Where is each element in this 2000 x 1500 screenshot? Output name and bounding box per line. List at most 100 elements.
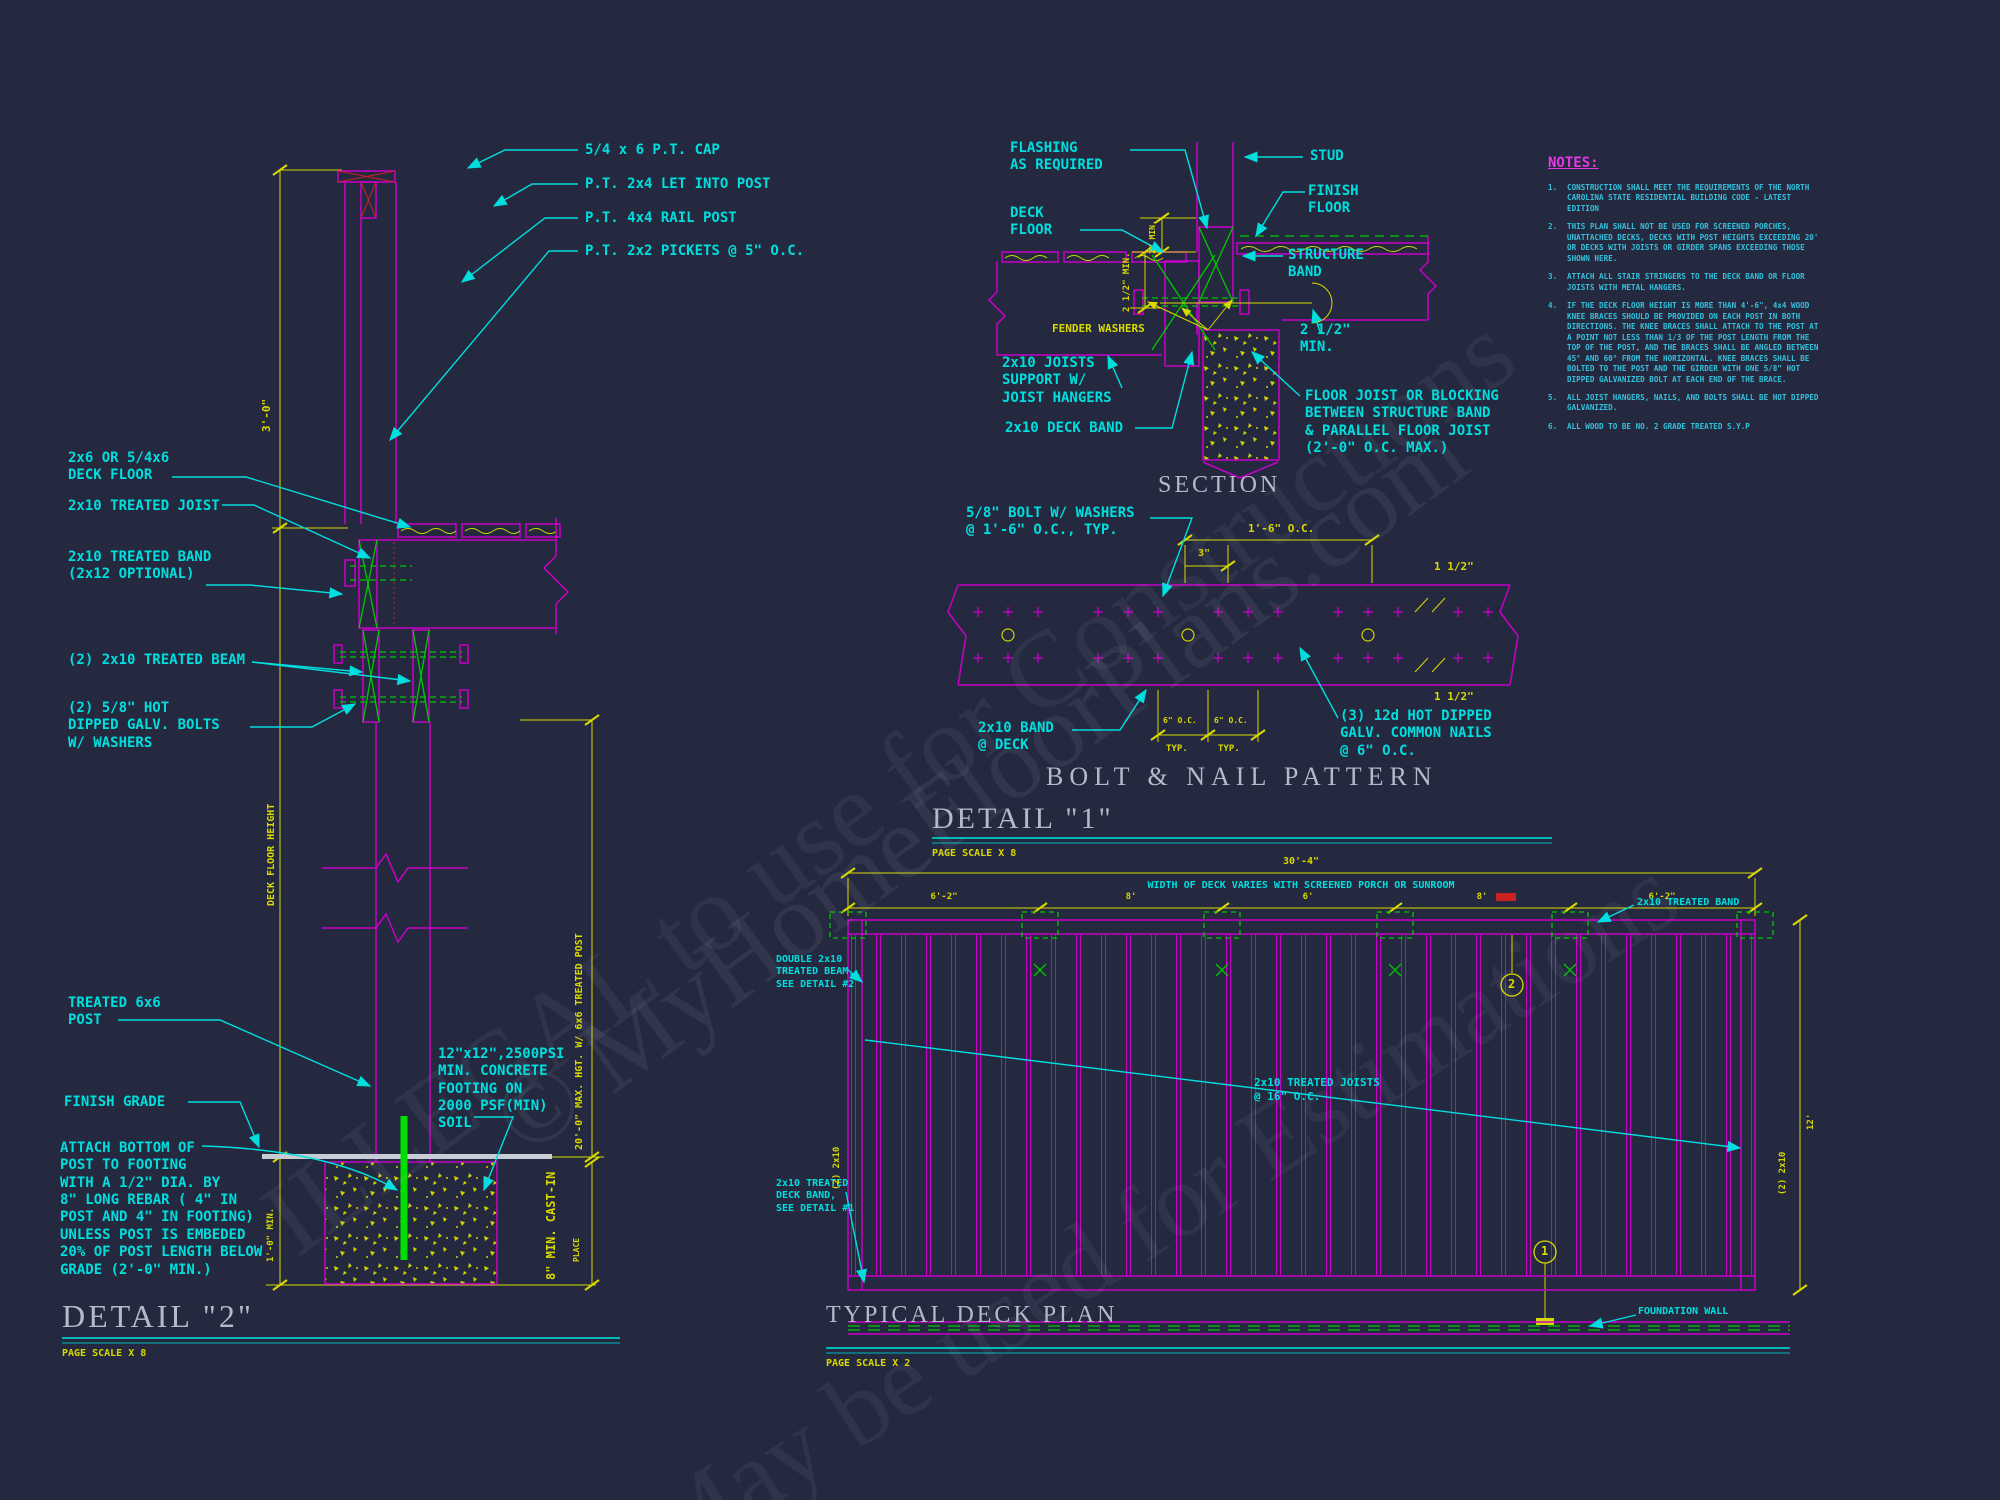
label-band-top: 2x10 TREATED BAND: [1637, 897, 1740, 908]
dim-spacing: 1'-6" O.C.: [1248, 522, 1315, 535]
label-nails: (3) 12d HOT DIPPED GALV. COMMON NAILS @ …: [1340, 708, 1492, 759]
label-double-beam: DOUBLE 2x10 TREATED BEAM, SEE DETAIL #2: [776, 954, 855, 990]
dim-deck-floor-height: DECK FLOOR HEIGHT: [266, 803, 277, 906]
note-text: IF THE DECK FLOOR HEIGHT IS MORE THAN 4'…: [1567, 301, 1819, 384]
dim-seg5: 6'-2": [1648, 892, 1676, 902]
dim-typ-2: TYP.: [1218, 744, 1240, 754]
deck-floor-grain: [400, 528, 558, 534]
note-item: 5. ALL JOIST HANGERS, NAILS, AND BOLTS S…: [1548, 393, 1824, 414]
note-item: 2. THIS PLAN SHALL NOT BE USED FOR SCREE…: [1548, 222, 1824, 264]
nail-marks: [973, 607, 1493, 663]
note-text: ALL JOIST HANGERS, NAILS, AND BOLTS SHAL…: [1567, 392, 1819, 413]
bolt-pattern-linework: [932, 517, 1552, 844]
note-item: 1. CONSTRUCTION SHALL MEET THE REQUIREME…: [1548, 183, 1824, 214]
notes-list: 1. CONSTRUCTION SHALL MEET THE REQUIREME…: [1548, 183, 1824, 440]
label-2-5min-right: 2 1/2" MIN.: [1300, 322, 1351, 356]
dim-seg2: 8': [1125, 892, 1137, 902]
callout-2: 2: [1508, 977, 1516, 991]
dim-rail-height: 3'-0": [260, 398, 273, 432]
detail2-scale: PAGE SCALE X 8: [62, 1348, 147, 1359]
foundation-wall-lines: [848, 1321, 1790, 1335]
label-section-deck-band: 2x10 DECK BAND: [1005, 420, 1124, 436]
rail-x-marks: [337, 170, 396, 219]
deck-floor-strips: [397, 523, 561, 538]
label-plan-deck-band: 2x10 TREATED DECK BAND, SEE DETAIL #1: [776, 1178, 855, 1214]
dim-right-beam: (2) 2x10: [1778, 1151, 1788, 1195]
dim-footing-depth: 1'-0" MIN.: [266, 1207, 276, 1262]
deck-plan-leaders: [845, 904, 1742, 1329]
beam: [333, 629, 469, 723]
foundation-dashed: [848, 1325, 1790, 1331]
detail2-linework: [62, 149, 620, 1344]
label-bolts: (2) 5/8" HOT DIPPED GALV. BOLTS W/ WASHE…: [68, 700, 220, 751]
label-foundation: FOUNDATION WALL: [1638, 1306, 1729, 1317]
band-outline: [947, 584, 1519, 686]
dim-1-5-bottom: 1 1/2": [1434, 690, 1474, 703]
section-leaders: [1080, 149, 1323, 429]
footing: [324, 1161, 498, 1285]
label-band-deck: 2x10 BAND @ DECK: [978, 720, 1054, 754]
post-6x6: [322, 722, 468, 1162]
note-number: 3.: [1548, 272, 1558, 282]
section-bracing: [1142, 226, 1428, 351]
note-text: ATTACH ALL STAIR STRINGERS TO THE DECK B…: [1567, 272, 1805, 292]
label-joist: 2x10 TREATED JOIST: [68, 498, 220, 514]
dim-left-beam: (2) 2x10: [832, 1146, 842, 1190]
detail1-scale: PAGE SCALE X 8: [932, 848, 1017, 859]
label-floor-joist: FLOOR JOIST OR BLOCKING BETWEEN STRUCTUR…: [1305, 388, 1499, 457]
dim-seg1: 6'-2": [930, 892, 958, 902]
label-finish-grade: FINISH GRADE: [64, 1094, 166, 1110]
note-text: THIS PLAN SHALL NOT BE USED FOR SCREENED…: [1567, 222, 1819, 263]
label-section-deck-floor: DECK FLOOR: [1010, 205, 1053, 239]
label-rail-post: P.T. 4x4 RAIL POST: [585, 210, 737, 226]
section-linework: [987, 142, 1438, 479]
bolt-circles: [1001, 628, 1375, 642]
dim-6oc-1: 6" O.C.: [1163, 716, 1197, 725]
label-beam: (2) 2x10 TREATED BEAM: [68, 652, 246, 668]
label-finish-floor: FINISH FLOOR: [1308, 183, 1359, 217]
callout1-circle: [1533, 1240, 1557, 1264]
label-section-joists: 2x10 JOISTS SUPPORT W/ JOIST HANGERS: [1002, 355, 1112, 406]
section-structure: [987, 142, 1438, 479]
label-band: 2x10 TREATED BAND (2x12 OPTIONAL): [68, 549, 212, 583]
label-footing: 12"x12",2500PSI MIN. CONCRETE FOOTING ON…: [438, 1046, 565, 1132]
dim-marker-red: [1496, 893, 1516, 901]
dim-seg3: 6': [1302, 892, 1314, 902]
post-x-marks: [1033, 963, 1577, 977]
label-width-note: WIDTH OF DECK VARIES WITH SCREENED PORCH…: [1147, 880, 1455, 891]
callout-1: 1: [1541, 1244, 1549, 1258]
label-cap: 5/4 x 6 P.T. CAP: [585, 142, 720, 158]
note-item: 6. ALL WOOD TO BE NO. 2 GRADE TREATED S.…: [1548, 422, 1824, 432]
bolt-pattern-leaders: [1072, 517, 1339, 731]
bolt-pattern-dims: [1157, 539, 1446, 742]
post-boxes: [829, 911, 1774, 939]
detail2-title: DETAIL "2": [62, 1298, 254, 1334]
note-number: 6.: [1548, 421, 1558, 431]
label-post: TREATED 6x6 POST: [68, 995, 161, 1029]
label-let-into-post: P.T. 2x4 LET INTO POST: [585, 176, 771, 192]
label-attach-note: ATTACH BOTTOM OF POST TO FOOTING WITH A …: [60, 1140, 263, 1278]
label-bolt-washers: 5/8" BOLT W/ WASHERS @ 1'-6" O.C., TYP.: [966, 505, 1135, 539]
note-number: 2.: [1548, 222, 1558, 232]
blocking: [1202, 329, 1280, 461]
notes-heading: NOTES:: [1548, 155, 1599, 171]
note-number: 4.: [1548, 301, 1558, 311]
label-plan-joists: 2x10 TREATED JOISTS @ 16" O.C.: [1254, 1076, 1380, 1103]
band-joist: [344, 518, 570, 634]
deck-plan-title: TYPICAL DECK PLAN: [826, 1302, 1118, 1328]
bolt-pattern-title: BOLT & NAIL PATTERN: [1046, 762, 1438, 791]
label-stud: STUD: [1310, 148, 1344, 164]
label-deck-floor: 2x6 OR 5/4x6 DECK FLOOR: [68, 450, 170, 484]
label-fender-washers: FENDER WASHERS: [1052, 322, 1145, 335]
label-structure-band: STRUCTURE BAND: [1288, 247, 1364, 281]
dim-cast-in: 8" MIN. CAST-IN: [544, 1171, 558, 1280]
joist-field: [850, 935, 1753, 1275]
dim-max-height: 20'-0" MAX. HGT. W/ 6x6 TREATED POST: [574, 933, 585, 1150]
detail2-leaders: [118, 149, 578, 1192]
section-title: SECTION: [1158, 472, 1281, 498]
beam-bracing: [340, 629, 462, 723]
note-number: 1.: [1548, 183, 1558, 192]
deck-plan-scale: PAGE SCALE X 2: [826, 1358, 911, 1369]
label-flashing: FLASHING AS REQUIRED: [1010, 140, 1103, 174]
